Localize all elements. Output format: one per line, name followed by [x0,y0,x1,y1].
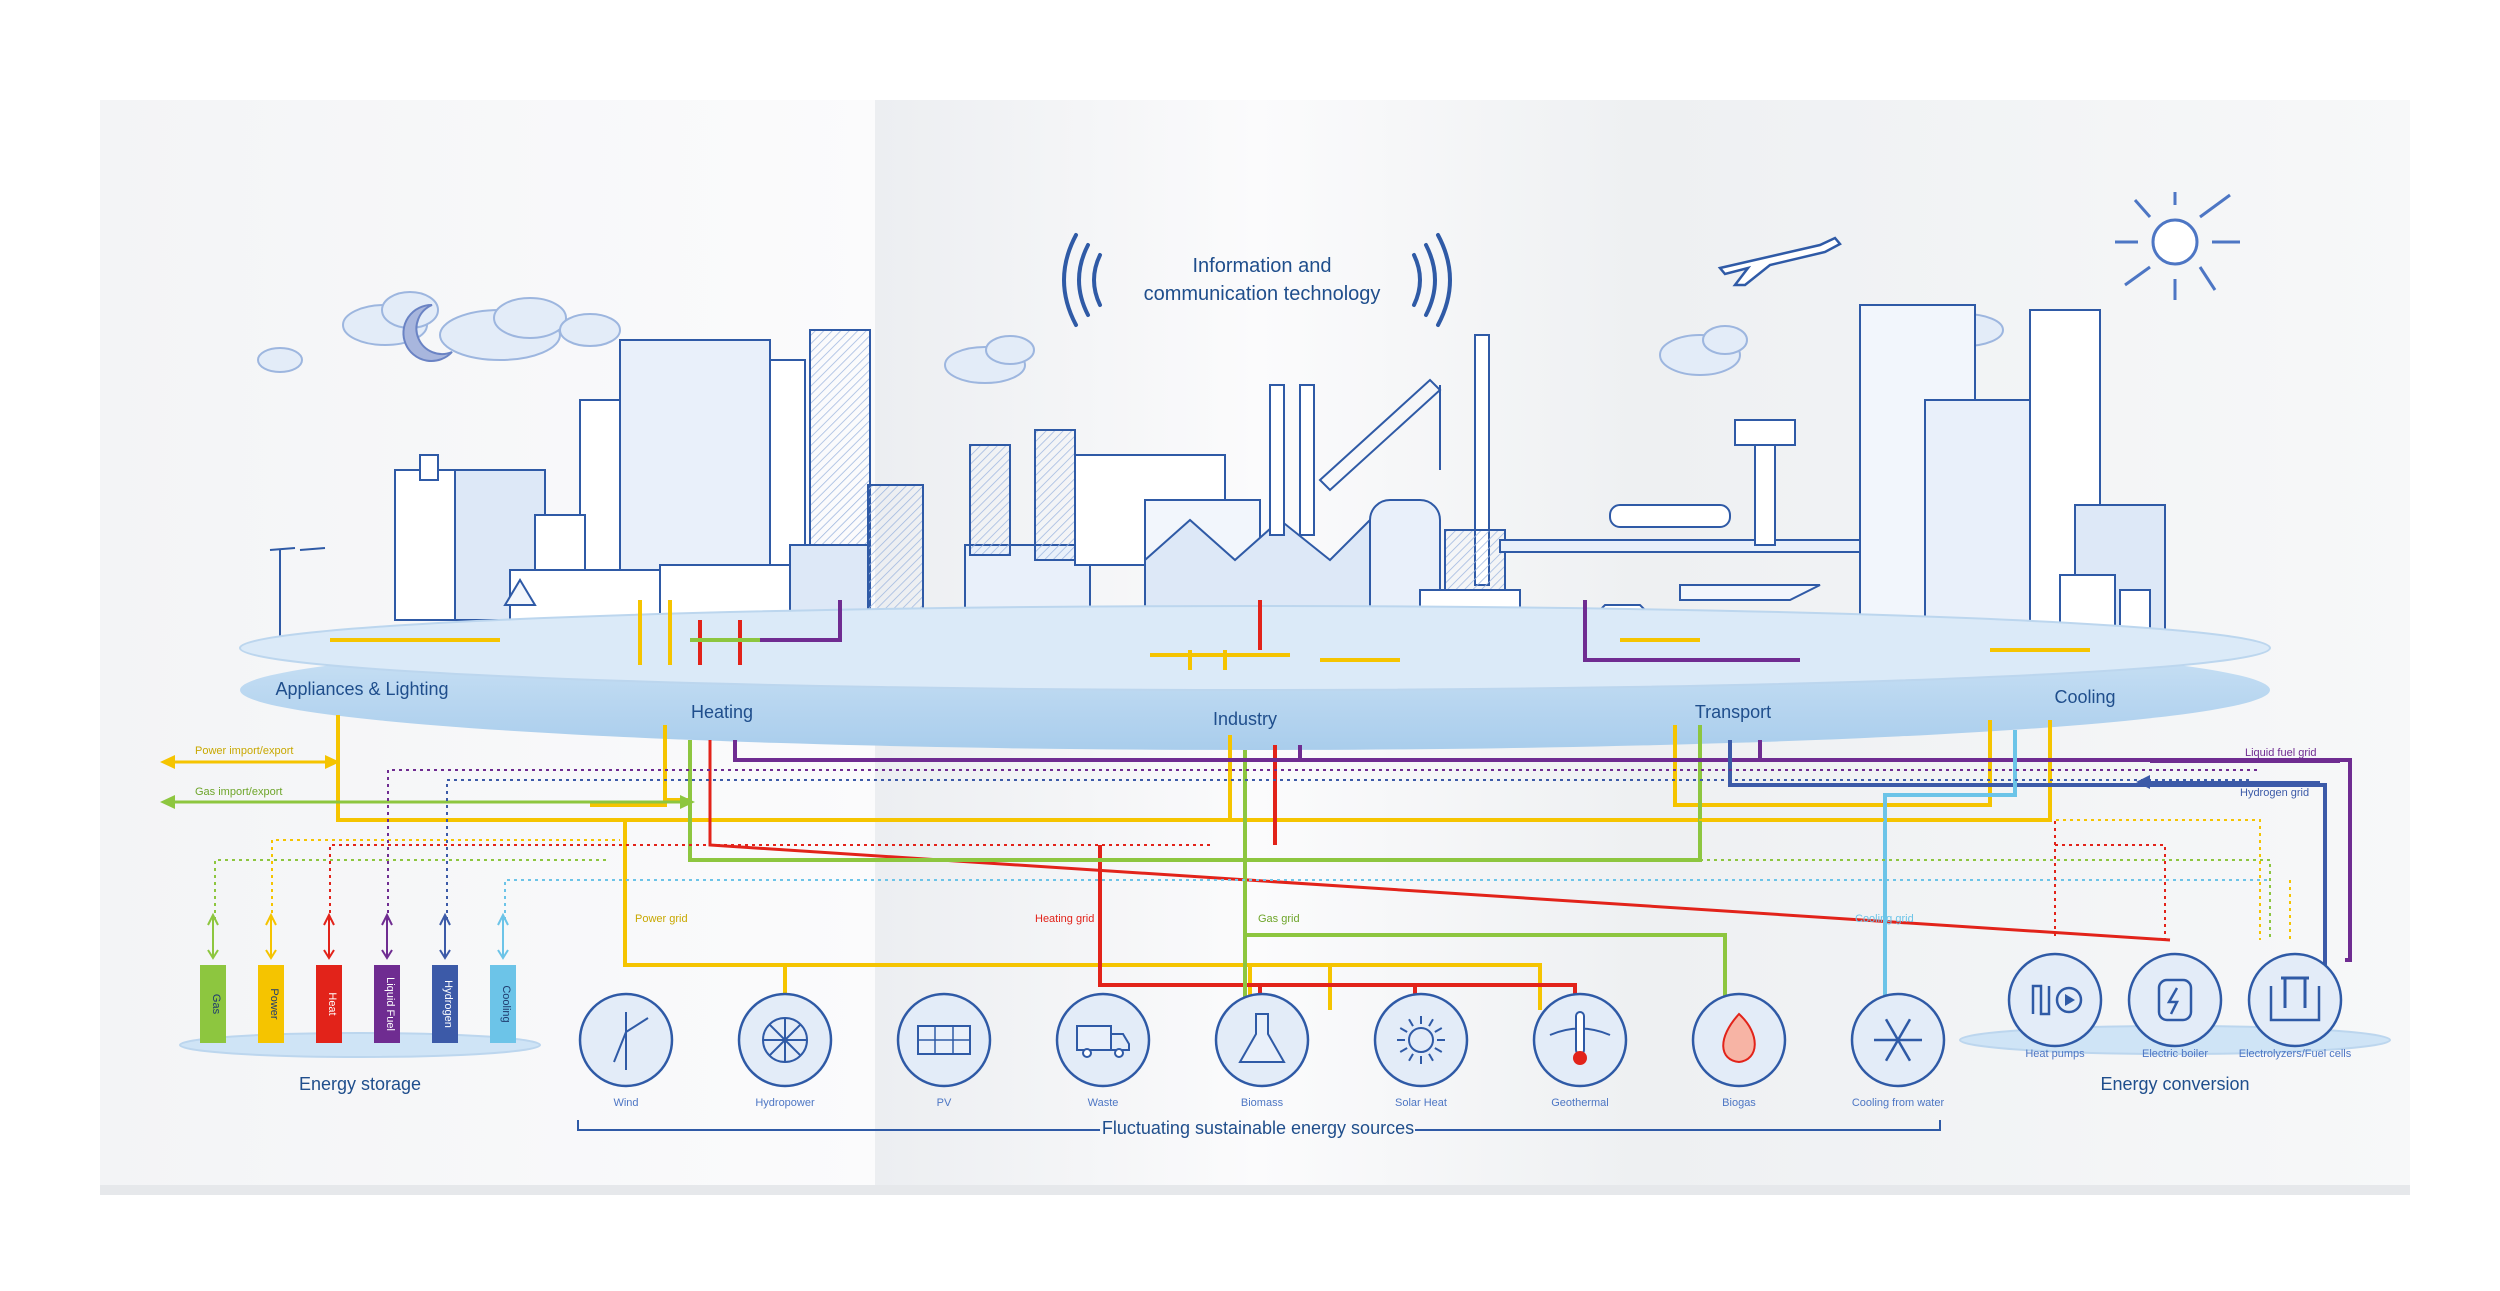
electrolyzer-icon [2269,976,2321,1022]
sources-title: Fluctuating sustainable energy sources [1102,1118,1414,1138]
storage-bar-label: Cooling [500,985,512,1022]
source-label: PV [937,1097,952,1109]
arrow-up-down-icon [497,912,509,960]
source-label: Hydropower [755,1097,815,1109]
snowflake-icon [1874,1018,1922,1062]
storage-bar-gas: Gas [200,912,226,1043]
gas-import-label: Gas import/export [195,786,282,798]
sector-transport: Transport [1695,702,1771,722]
power-import-label: Power import/export [195,745,293,757]
source-label: Wind [613,1097,638,1109]
moon-icon [402,303,453,362]
storage-bar-heat: Heat [316,912,342,1043]
arrow-up-down-icon [323,912,335,960]
gas-grid-label: Gas grid [1258,913,1300,925]
storage-bar-cooling: Cooling [490,912,516,1043]
energy-grid-network [160,715,2352,1010]
energy-sources-group: Wind Hydropower PV Waste Biomass Solar Heat Ge… [578,992,1946,1109]
conversion-electric-boiler: Electric boiler [2127,952,2223,1060]
storage-bar-power: Power [258,912,284,1043]
storage-bar-hydrogen: Hydrogen [432,912,458,1043]
sky-decorations [257,192,2240,384]
sector-appliances: Appliances & Lighting [275,679,448,699]
source-label: Biogas [1722,1097,1756,1109]
sector-industry: Industry [1213,709,1277,729]
platform-pipes [330,600,2090,670]
storage-bar-label: Hydrogen [442,980,454,1028]
conversion-label: Electric boiler [2142,1048,2208,1060]
source-biogas: Biogas [1691,992,1787,1109]
conversion-label: Heat pumps [2025,1048,2085,1060]
sector-heating: Heating [691,702,753,722]
garbage-truck-icon [1076,1025,1130,1058]
arrow-up-down-icon [207,912,219,960]
solar-panel-icon [917,1025,971,1055]
source-label: Geothermal [1551,1097,1608,1109]
sources-bracket [577,1120,1941,1131]
storage-bar-label: Power [268,988,280,1020]
source-label: Waste [1088,1097,1119,1109]
power-grid-label: Power grid [635,913,688,925]
energy-storage-title: Energy storage [299,1074,421,1094]
source-cooling-from-water: Cooling from water [1850,992,1946,1109]
ict-signal-left-icon [1062,233,1102,327]
arrow-up-down-icon [265,912,277,960]
electric-boiler-icon [2157,978,2193,1022]
cloud-icon [257,291,2004,384]
cooling-grid-label: Cooling grid [1855,913,1914,925]
source-solar-heat: Solar Heat [1373,992,1469,1109]
hydrogen-grid-label: Hydrogen grid [2240,787,2309,799]
source-label: Solar Heat [1395,1097,1447,1109]
arrow-up-down-icon [381,912,393,960]
sun-icon [1397,1016,1445,1064]
storage-bar-label: Liquid Fuel [384,977,396,1031]
sun-icon [2115,192,2240,300]
source-label: Cooling from water [1852,1097,1945,1109]
source-geothermal: Geothermal [1532,992,1628,1109]
heat-pump-icon [2031,984,2083,1016]
source-waste: Waste [1055,992,1151,1109]
airplane-icon [1717,236,1842,287]
storage-bar-label: Gas [210,994,222,1015]
energy-storage-group: Gas Power Heat Liquid Fuel Hydrogen Cooling [179,912,541,1058]
flame-icon [1722,1012,1756,1064]
storage-bar-label: Heat [326,992,338,1015]
source-pv: PV [896,992,992,1109]
conversion-heat-pumps: Heat pumps [2007,952,2103,1060]
sector-cooling: Cooling [2054,687,2115,707]
storage-bar-liquid-fuel: Liquid Fuel [374,912,400,1043]
source-biomass: Biomass [1214,992,1310,1109]
heating-grid-label: Heating grid [1035,913,1094,925]
source-label: Biomass [1241,1097,1284,1109]
ict-signal-right-icon [1412,233,1452,327]
liquid-fuel-grid-label: Liquid fuel grid [2245,747,2317,759]
thermometer-icon [1549,1011,1611,1065]
conversion-electrolyzers-fuel-cells: Electrolyzers/Fuel cells [2239,952,2352,1060]
wind-turbine-icon [613,1012,649,1070]
ict-title-line2: communication technology [1144,283,1381,305]
source-hydropower: Hydropower [737,992,833,1109]
water-wheel-icon [762,1017,808,1063]
arrow-up-down-icon [439,912,451,960]
ict-title-line1: Information and [1193,255,1332,277]
flask-icon [1238,1013,1286,1063]
energy-conversion-group: Heat pumps Electric boiler Electrolyzers/F… [1959,952,2391,1060]
conversion-label: Electrolyzers/Fuel cells [2239,1048,2352,1060]
source-wind: Wind [578,992,674,1109]
energy-conversion-title: Energy conversion [2100,1074,2249,1094]
